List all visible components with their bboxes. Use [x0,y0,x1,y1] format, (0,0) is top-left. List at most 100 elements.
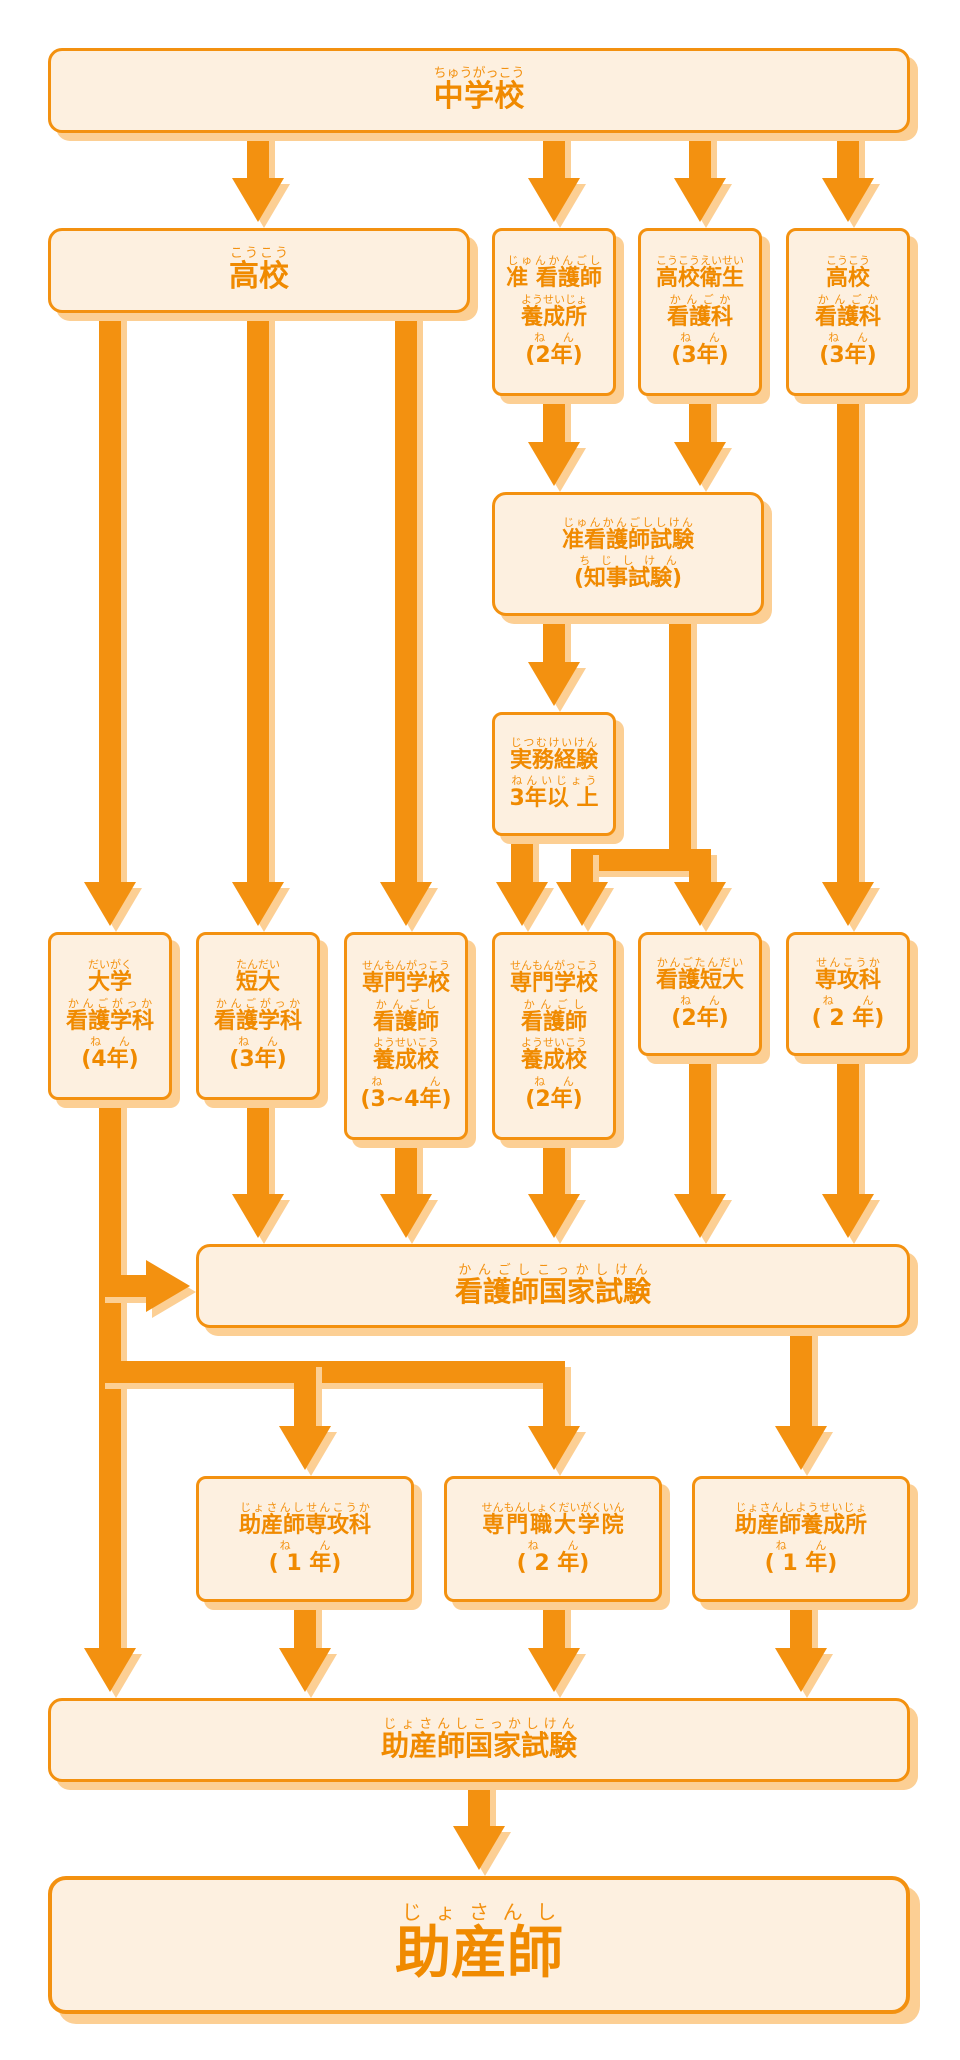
arrow-koko-eisei-to-exam-head [674,442,726,486]
arrow-jhs-to-hs-head [232,178,284,222]
box-ruby: かんごがっか [65,996,154,1010]
box-ruby: ようせいこう [520,1036,587,1049]
box-line: ( 2 年) [516,1551,590,1576]
university-nursing-box: 大学だいがく 看護学科かんごがっか (4年)ねん [48,932,172,1100]
box-line: 看護学科 [213,1008,302,1034]
box-ruby: かんごたんだい [655,955,744,969]
box-line: 大学 [87,970,132,996]
box-ruby: ようせいこう [372,1036,439,1049]
high-school-box: 高校こうこう [48,228,470,313]
box-ruby: たんだい [235,958,280,972]
box-line: 看護科 [666,304,733,330]
box-ruby: ねん [229,1035,287,1049]
national-nurse-exam-box: 看護師国家試験かんごしこっかしけん [196,1244,910,1328]
national-midwife-exam-label: 助産師国家試験 [380,1729,577,1762]
box-ruby: じゅんかんごし [506,254,602,268]
box-line: (2年) [671,1006,729,1031]
box-line: (知事試験) [573,566,683,591]
high-school-nursing-box: 高校こうこう 看護科かんごか (3年)ねん [786,228,910,396]
arrow-hs-to-daigaku-head [84,882,136,926]
box-ruby: ねん [811,994,885,1007]
box-line: (3年) [671,343,729,369]
box-ruby: ちじしけん [573,554,683,567]
midwife-final-ruby: じょさんし [395,1900,563,1924]
arrow-hs-to-tandai-head [232,882,284,926]
box-ruby: だいがく [87,958,132,972]
arrow-jun-exam-to-senmon2-head [556,882,608,926]
arrow-senkoka-to-kokka-head [822,1194,874,1238]
box-line: 看護師 [520,1009,587,1035]
vocational-school-nurse-3-4yr-box: 専門学校せんもんがっこう 看護師かんごし 養成校ようせいこう (3~4年)ねん [344,932,468,1140]
advanced-course-box: 専攻科せんこうか ( 2 年)ねん [786,932,910,1056]
box-ruby: ねん [268,1539,342,1552]
box-line: 専門学校 [509,971,598,996]
arrow-jun-exam-to-jitsumu-head [528,662,580,706]
box-line: 3年以 上 [509,786,599,811]
midwife-advanced-course-box: 助産師専攻科じょさんしせんこうか ( 1 年)ねん [196,1476,414,1602]
box-line: 准 看護師 [506,266,602,292]
arrow-jun-exam-to-tandai-head [674,882,726,926]
work-experience-box: 実務経験じつむけいけん 3年以 上ねんいじょう [492,712,616,836]
box-line: (3年) [229,1047,287,1073]
box-line: 専門職大学院 [481,1512,625,1538]
midwife-final-box: 助産師じょさんし [48,1876,910,2014]
arrow-josan-senkoka-to-kokka-head [279,1648,331,1692]
box-line: 専攻科 [814,967,881,993]
box-line: 高校衛生 [655,266,744,292]
junior-high-school-ruby: ちゅうがっこう [433,65,525,81]
arrow-senmonshoku-to-kokka-head [528,1648,580,1692]
arrow-daigaku-to-josan-kokka-head [84,1648,136,1692]
arrow-daigaku-to-josan-senkoka-head [279,1426,331,1470]
box-ruby: こうこうえいせい [655,254,744,268]
box-line: 短大 [235,970,280,996]
box-ruby: ねん [525,1074,583,1088]
box-ruby: ねん [819,331,877,345]
box-line: ( 1 年) [268,1551,342,1576]
box-ruby: じょさんしようせいじょ [734,1500,867,1514]
arrow-jun-yosei-to-exam-head [528,442,580,486]
box-ruby: かんごか [814,292,881,306]
box-line: (3年) [819,343,877,369]
high-school-ruby: こうこう [229,245,289,261]
box-line: 養成校 [520,1048,587,1073]
box-ruby: せんこうか [814,955,881,969]
box-line: ( 1 年) [764,1551,838,1576]
box-ruby: かんごし [520,997,587,1011]
box-line: 助産師養成所 [734,1512,867,1538]
junior-high-school-label: 中学校 [433,78,525,114]
midwife-final-label: 助産師 [395,1921,563,1986]
box-line: 養成校 [372,1048,439,1073]
box-ruby: ねんいじょう [509,774,599,787]
arrow-hs-to-senmon1-head [380,882,432,926]
arrow-jitsumu-to-senmon2-head [496,882,548,926]
box-line: 看護短大 [655,967,744,993]
high-school-hygiene-nursing-box: 高校衛生こうこうえいせい 看護科かんごか (3年)ねん [638,228,762,396]
box-line: 専門学校 [361,971,450,996]
box-line: 看護科 [814,304,881,330]
assistant-nurse-exam-box: 准看護師試験じゅんかんごししけん (知事試験)ちじしけん [492,492,764,616]
arrow-jhs-to-koko-kango-head [822,178,874,222]
arrow-jhs-to-koko-eisei-head [674,178,726,222]
box-ruby: かんごか [666,292,733,306]
vocational-school-nurse-2yr-box: 専門学校せんもんがっこう 看護師かんごし 養成校ようせいこう (2年)ねん [492,932,616,1140]
box-ruby: ねん [81,1035,139,1049]
high-school-label: 高校 [229,258,289,294]
box-ruby: ねん [516,1539,590,1552]
box-line: ( 2 年) [811,1006,885,1031]
box-line: 看護師 [372,1009,439,1035]
box-line: 助産師専攻科 [238,1512,371,1538]
box-line: 看護学科 [65,1008,154,1034]
box-ruby: ねん [525,331,583,345]
national-nurse-exam-label: 看護師国家試験 [454,1275,651,1308]
national-nurse-exam-ruby: かんごしこっかしけん [454,1263,651,1278]
professional-graduate-school-box: 専門職大学院せんもんしょくだいがくいん ( 2 年)ねん [444,1476,662,1602]
box-line: (4年) [81,1047,139,1073]
box-line: (2年) [525,343,583,369]
box-line: 高校 [825,266,870,292]
box-line: 実務経験 [509,747,598,773]
arrow-kokka-to-josan-yosei-head [775,1426,827,1470]
box-ruby: ねん [671,994,729,1007]
box-line: (2年) [525,1086,583,1112]
arrow-josan-yosei-to-kokka-head [775,1648,827,1692]
box-ruby: ねん [671,331,729,345]
